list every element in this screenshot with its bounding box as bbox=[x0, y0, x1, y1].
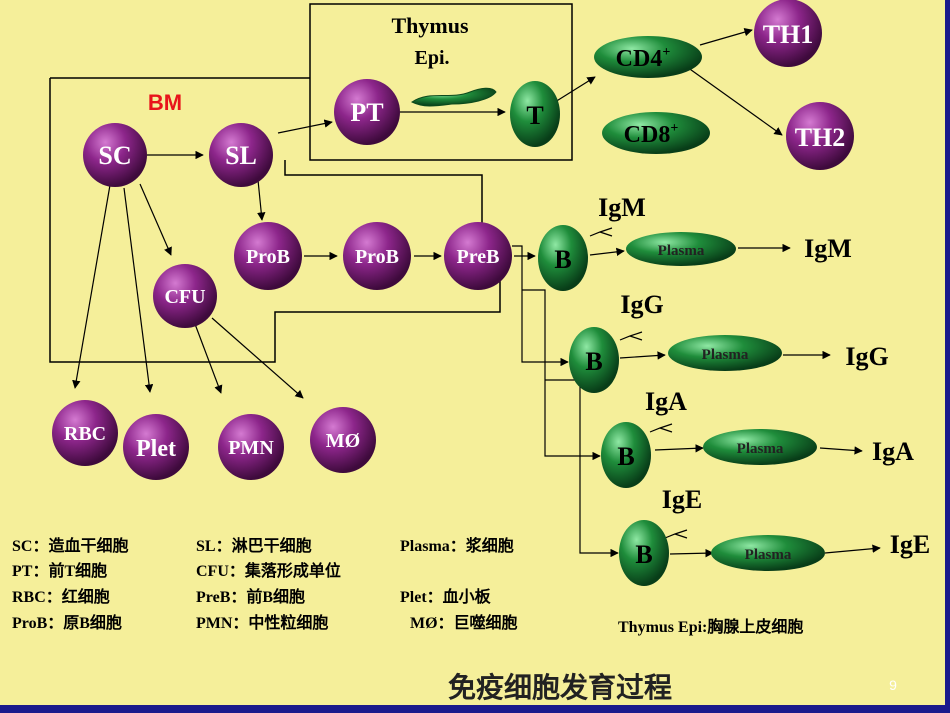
ig-top-label: IgA bbox=[645, 387, 687, 416]
plasma-cell bbox=[703, 429, 817, 465]
branch-ige: IgE B Plasma IgE bbox=[619, 485, 930, 586]
page-number: 9 bbox=[889, 677, 897, 693]
plasma-label: Plasma bbox=[658, 243, 705, 259]
bone-marrow-outline bbox=[49, 77, 501, 363]
thymus-epi-label: Epi. bbox=[414, 47, 449, 69]
node-th2: TH2 bbox=[786, 102, 854, 170]
legend-item: SC：造血干细胞 bbox=[12, 536, 128, 555]
thymus-title: Thymus bbox=[391, 13, 468, 38]
svg-text:Plet: Plet bbox=[136, 436, 176, 462]
svg-text:TH2: TH2 bbox=[795, 123, 846, 152]
b-cell bbox=[619, 520, 669, 586]
svg-text:CD8+: CD8+ bbox=[624, 121, 679, 148]
svg-text:PreB: PreB bbox=[457, 246, 500, 268]
b-cell bbox=[538, 225, 588, 291]
legend-item: PreB：前B细胞 bbox=[196, 587, 305, 606]
legend-item: Plasma：浆细胞 bbox=[400, 536, 514, 555]
plasma-cell bbox=[626, 232, 736, 266]
node-t: T bbox=[510, 81, 560, 147]
svg-text:CFU: CFU bbox=[164, 286, 205, 308]
legend-item: CFU：集落形成单位 bbox=[196, 561, 341, 580]
node-prob-1: ProB bbox=[234, 222, 302, 290]
thymus-epithelial-cell bbox=[411, 87, 497, 107]
node-cfu: CFU bbox=[153, 264, 217, 328]
node-prob-2: ProB bbox=[343, 222, 411, 290]
ig-top-label: IgE bbox=[662, 485, 702, 514]
svg-text:PMN: PMN bbox=[228, 437, 274, 459]
plasma-cell bbox=[668, 335, 782, 371]
legend-item: Plet：血小板 bbox=[400, 587, 492, 606]
svg-text:MØ: MØ bbox=[326, 430, 360, 452]
ig-top-label: IgM bbox=[598, 193, 646, 222]
node-preb: PreB bbox=[444, 222, 512, 290]
legend-item: PT：前T细胞 bbox=[12, 561, 107, 580]
legend-item: MØ：巨噬细胞 bbox=[410, 613, 518, 632]
connector-lines bbox=[72, 28, 881, 554]
ig-top-label: IgG bbox=[620, 290, 663, 319]
branch-igm: IgM B Plasma IgM bbox=[538, 193, 852, 291]
b-cell-label: B bbox=[585, 347, 602, 376]
legend-item: PMN：中性粒细胞 bbox=[196, 613, 328, 632]
plasma-label: Plasma bbox=[737, 441, 784, 457]
svg-text:ProB: ProB bbox=[246, 246, 290, 268]
svg-text:SC: SC bbox=[98, 141, 131, 170]
b-cell bbox=[601, 422, 651, 488]
svg-text:TH1: TH1 bbox=[763, 20, 814, 49]
b-cell-label: B bbox=[617, 442, 634, 471]
diagram-caption: 免疫细胞发育过程 bbox=[448, 671, 672, 704]
svg-text:RBC: RBC bbox=[64, 423, 106, 445]
node-th1: TH1 bbox=[754, 0, 822, 67]
region-outlines bbox=[49, 3, 573, 363]
svg-text:CD4+: CD4+ bbox=[616, 45, 671, 72]
thymus-box bbox=[309, 3, 573, 161]
plasma-label: Plasma bbox=[702, 347, 749, 363]
svg-text:PT: PT bbox=[350, 98, 383, 127]
legend: SC：造血干细胞 SL：淋巴干细胞 Plasma：浆细胞 PT：前T细胞 CFU… bbox=[12, 536, 803, 636]
node-cd8: CD8+ bbox=[602, 112, 710, 154]
legend-item: Thymus Epi:胸腺上皮细胞 bbox=[618, 617, 803, 636]
ig-output-label: IgA bbox=[872, 437, 914, 466]
b-cell-label: B bbox=[635, 540, 652, 569]
branch-igg: IgG B Plasma IgG bbox=[569, 290, 889, 393]
ig-output-label: IgM bbox=[804, 234, 852, 263]
node-sc: SC bbox=[83, 123, 147, 187]
node-pmn: PMN bbox=[218, 414, 284, 480]
svg-text:SL: SL bbox=[225, 141, 257, 170]
b-cell-label: B bbox=[554, 245, 571, 274]
legend-item: RBC：红细胞 bbox=[12, 587, 110, 606]
ig-output-label: IgE bbox=[890, 530, 930, 559]
bm-label: BM bbox=[148, 90, 182, 115]
node-rbc: RBC bbox=[52, 400, 118, 466]
svg-text:T: T bbox=[526, 101, 543, 130]
node-cd4: CD4+ bbox=[594, 36, 702, 78]
antibody-marks bbox=[589, 227, 688, 539]
plasma-label: Plasma bbox=[745, 547, 792, 563]
svg-text:ProB: ProB bbox=[355, 246, 399, 268]
plasma-cell bbox=[711, 535, 825, 571]
branch-iga: IgA B Plasma IgA bbox=[601, 387, 914, 488]
ig-output-label: IgG bbox=[845, 342, 888, 371]
node-sl: SL bbox=[209, 123, 273, 187]
legend-item: ProB：原B细胞 bbox=[12, 613, 122, 632]
node-pt: PT bbox=[334, 79, 400, 145]
node-mo: MØ bbox=[310, 407, 376, 473]
b-cell bbox=[569, 327, 619, 393]
legend-item: SL：淋巴干细胞 bbox=[196, 536, 312, 555]
node-plet: Plet bbox=[123, 414, 189, 480]
